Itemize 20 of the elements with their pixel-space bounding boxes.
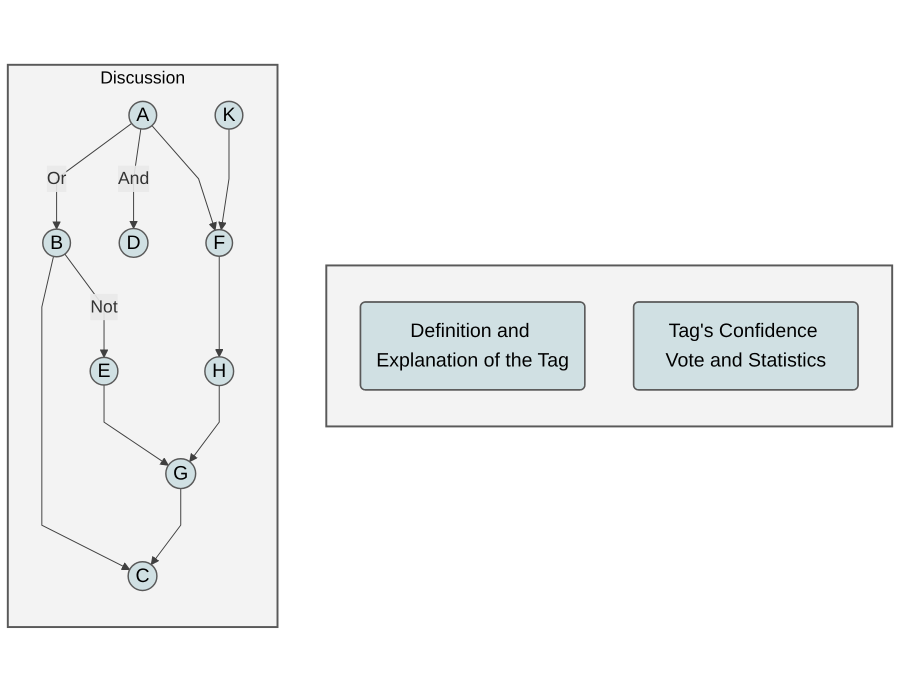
edge-label: And bbox=[118, 168, 150, 188]
node-circle: C bbox=[127, 560, 158, 591]
arrow bbox=[218, 128, 230, 230]
arrow bbox=[214, 255, 224, 357]
arrow bbox=[189, 384, 220, 462]
arrow bbox=[150, 488, 182, 565]
node-circle: F bbox=[205, 228, 234, 256]
node-circle: B bbox=[42, 228, 72, 258]
node-circle: H bbox=[204, 356, 234, 386]
cluster bbox=[325, 264, 894, 427]
edge-label: Not bbox=[90, 296, 118, 316]
node-circle: E bbox=[89, 356, 119, 386]
node-circle: G bbox=[165, 458, 196, 489]
node-circle: D bbox=[118, 227, 149, 258]
arrow bbox=[104, 384, 169, 466]
arrow bbox=[151, 124, 217, 230]
node-circle: A bbox=[128, 100, 158, 130]
edge-label: Or bbox=[46, 168, 66, 188]
node-circle: K bbox=[214, 100, 244, 130]
arrow bbox=[41, 255, 130, 570]
